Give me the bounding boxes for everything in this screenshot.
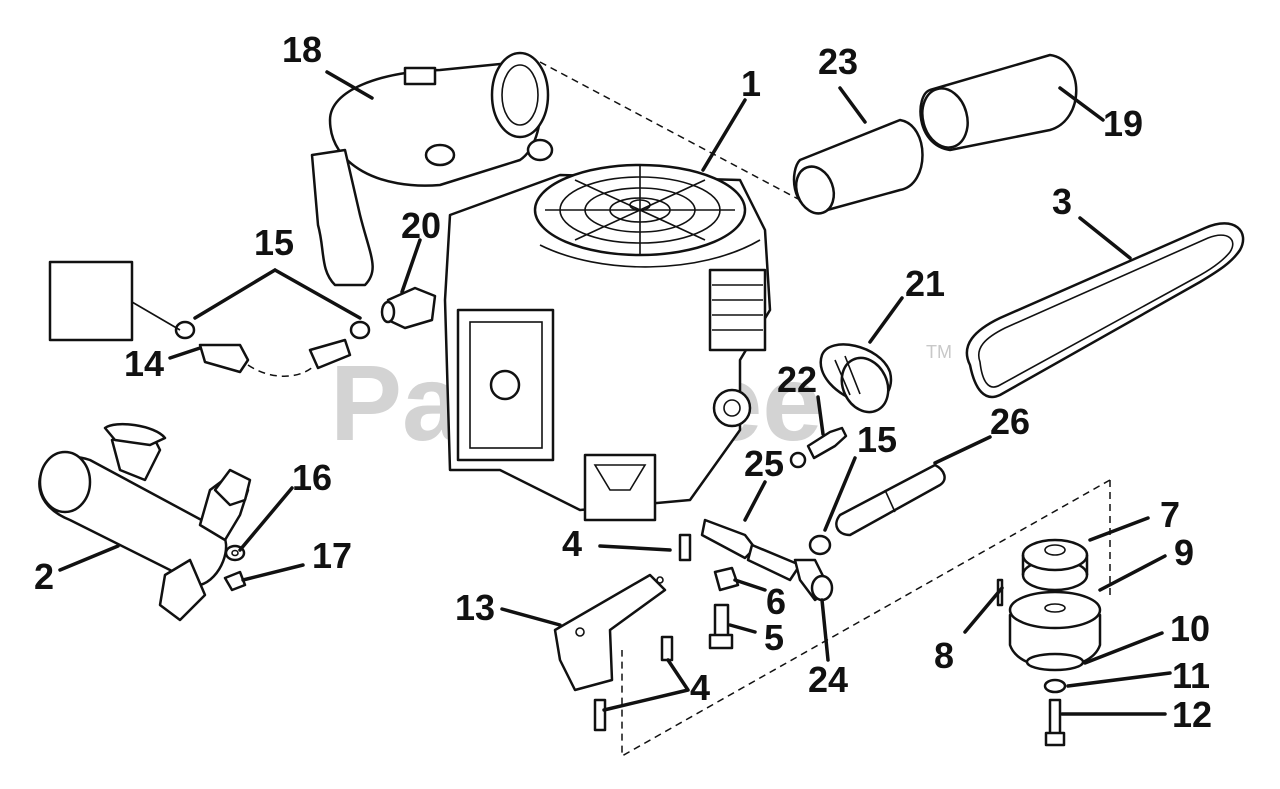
callout-24[interactable]: 24	[808, 659, 848, 700]
callout-21[interactable]: 21	[905, 263, 945, 304]
blank-reference-box	[48, 260, 134, 342]
callout-6[interactable]: 6	[766, 581, 786, 622]
callout-9[interactable]: 9	[1174, 532, 1194, 573]
callout-22[interactable]: 22	[777, 359, 817, 400]
callout-7[interactable]: 7	[1160, 494, 1180, 535]
callout-20[interactable]: 20	[401, 205, 441, 246]
callout-5[interactable]: 5	[764, 617, 784, 658]
assembly-dashed-lines	[539, 61, 1111, 758]
callout-23[interactable]: 23	[818, 41, 858, 82]
callout-15-top[interactable]: 15	[254, 222, 294, 263]
callout-leader-lines	[58, 70, 1172, 716]
callout-4-lower[interactable]: 4	[690, 667, 710, 708]
part-21-oil-filter[interactable]	[819, 343, 897, 419]
callout-2[interactable]: 2	[34, 556, 54, 597]
part-26-fuel-line[interactable]	[835, 463, 946, 537]
part-22-fitting[interactable]	[789, 426, 848, 469]
part-6-nut[interactable]	[713, 566, 740, 592]
reference-box-leader	[131, 301, 181, 331]
callout-15-right[interactable]: 15	[857, 419, 897, 460]
part-19-sleeve[interactable]	[916, 53, 1078, 153]
part-20-fuel-fitting[interactable]	[380, 286, 437, 330]
callout-3[interactable]: 3	[1052, 181, 1072, 222]
part-7-pulley[interactable]	[1021, 538, 1089, 592]
part-12-bolt[interactable]	[1044, 698, 1066, 747]
part-2-muffler[interactable]	[38, 422, 252, 622]
part-3-belt[interactable]	[965, 222, 1245, 399]
callout-12[interactable]: 12	[1172, 694, 1212, 735]
watermark-trademark: TM	[926, 342, 952, 362]
callout-26[interactable]: 26	[990, 401, 1030, 442]
callout-14[interactable]: 14	[124, 343, 164, 384]
callout-13[interactable]: 13	[455, 587, 495, 628]
callout-16[interactable]: 16	[292, 457, 332, 498]
part-24-elbow-fitting[interactable]	[793, 558, 834, 602]
part-14-hose[interactable]	[198, 338, 352, 377]
part-9-pulley[interactable]	[1008, 590, 1102, 669]
callout-8[interactable]: 8	[934, 635, 954, 676]
part-5-bolt[interactable]	[708, 603, 734, 650]
part-1-engine[interactable]	[443, 163, 772, 522]
part-13-bracket[interactable]	[553, 573, 667, 692]
callout-18[interactable]: 18	[282, 29, 322, 70]
part-25-fitting[interactable]	[700, 518, 802, 582]
part-23-sleeve[interactable]	[790, 118, 924, 219]
callout-25[interactable]: 25	[744, 443, 784, 484]
part-17-nut[interactable]	[223, 570, 247, 592]
callout-labels: 18 1 23 19 3 15 20 21 14 22 26 15 16 25 …	[34, 29, 1212, 735]
part-10-hub[interactable]	[1025, 652, 1085, 672]
callout-11[interactable]: 11	[1172, 655, 1210, 696]
part-4-screw[interactable]	[593, 533, 692, 732]
callout-4-upper[interactable]: 4	[562, 523, 582, 564]
part-18-air-cleaner[interactable]	[310, 51, 554, 287]
part-15-hose-clamp[interactable]	[174, 320, 832, 556]
callout-1[interactable]: 1	[741, 63, 761, 104]
callout-17[interactable]: 17	[312, 535, 352, 576]
part-11-washer[interactable]	[1043, 678, 1067, 694]
callout-10[interactable]: 10	[1170, 608, 1210, 649]
callout-19[interactable]: 19	[1103, 103, 1143, 144]
